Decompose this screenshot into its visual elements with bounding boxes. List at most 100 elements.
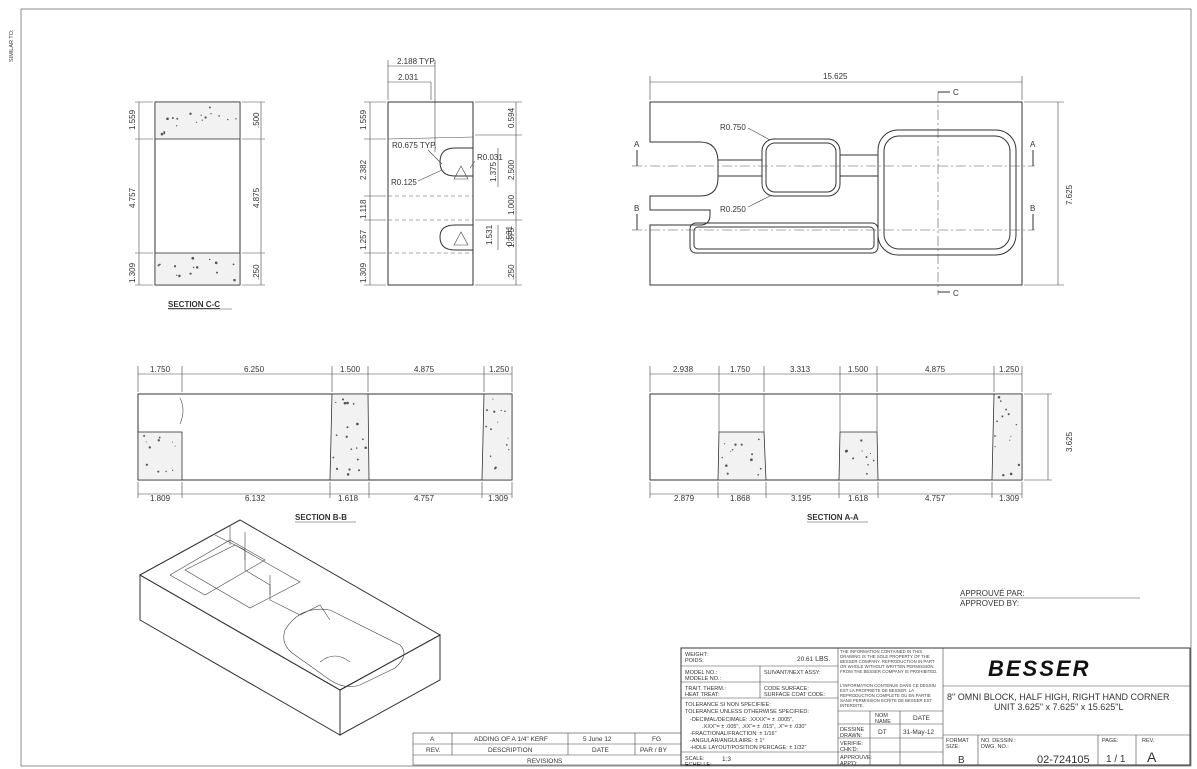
dwg-no-value: 02-724105 xyxy=(1037,754,1090,766)
hatch-speckle xyxy=(200,114,202,116)
section-a-a-title: SECTION A-A xyxy=(807,513,859,522)
side-dim-right-5: .250 xyxy=(507,264,516,280)
hatch-speckle xyxy=(218,115,220,117)
hatch-speckle xyxy=(171,117,174,119)
page-label: PAGE: xyxy=(1102,738,1119,744)
cc-dim-right-1: .500 xyxy=(252,112,261,128)
hatch-speckle xyxy=(490,428,492,431)
revision-header-description: DESCRIPTION xyxy=(488,747,533,754)
aa-dim-top-1: 2.938 xyxy=(673,365,694,374)
hatch-speckle xyxy=(731,449,734,451)
hatch-speckle xyxy=(1010,435,1012,437)
hatch-speckle xyxy=(210,113,212,115)
drawing-title-line-1: 8" OMNI BLOCK, HALF HIGH, RIGHT HAND COR… xyxy=(947,692,1170,702)
bb-dim-top-5: 1.250 xyxy=(489,365,510,374)
hatch-speckle xyxy=(500,409,502,412)
hatch-speckle xyxy=(172,441,174,443)
cut-label-c-bottom: C xyxy=(953,289,959,298)
hatch-speckle xyxy=(176,117,179,120)
hatch-speckle xyxy=(494,466,497,469)
hatch-speckle xyxy=(757,473,760,476)
next-assy-label: SUIVANT/NEXT ASSY: xyxy=(764,670,821,676)
rev-value: A xyxy=(1147,749,1157,765)
aa-hatch-3 xyxy=(991,393,1023,481)
hatch-speckle xyxy=(145,441,147,443)
hatch-speckle xyxy=(335,434,338,437)
cc-dim-left-3: 1.309 xyxy=(128,262,137,283)
cut-label-b-left: B xyxy=(634,204,639,213)
hatch-speckle xyxy=(872,459,875,462)
aa-dim-bottom-4: 1.618 xyxy=(848,494,869,503)
hatch-speckle xyxy=(191,256,195,260)
besser-logo: BESSER xyxy=(986,656,1118,681)
hatch-speckle xyxy=(343,401,347,405)
scale-label: SCALE:ECHELLE: xyxy=(685,756,712,768)
hatch-speckle xyxy=(165,470,167,473)
side-dim-right-2: 2.500 xyxy=(507,159,516,180)
date-header: DATE xyxy=(913,715,931,722)
hatch-speckle xyxy=(157,439,161,442)
hatch-speckle xyxy=(195,266,199,269)
side-dim-left-4: 1.257 xyxy=(359,229,368,250)
hatch-speckle xyxy=(332,456,335,459)
hatch-speckle xyxy=(352,403,355,405)
hatch-speckle xyxy=(757,438,760,441)
hatch-speckle xyxy=(145,463,149,466)
format-value: B xyxy=(958,755,965,766)
hatch-speckle xyxy=(994,446,996,448)
hatch-speckle xyxy=(335,467,339,470)
side-dim-top-2: 2.031 xyxy=(398,73,419,82)
hatch-speckle xyxy=(508,449,510,451)
hatch-speckle xyxy=(750,458,753,462)
hatch-speckle xyxy=(148,446,152,449)
tolerance-line-4: -ANGULAR/ANGULAIRE: ± 1° xyxy=(690,738,765,744)
hatch-speckle xyxy=(489,455,492,457)
bb-hatch-1 xyxy=(137,431,183,481)
bb-dim-bottom-1: 1.809 xyxy=(150,494,171,503)
aa-dim-top-5: 4.875 xyxy=(925,365,946,374)
hatch-speckle xyxy=(860,439,863,442)
revision-header-by: PAR / BY xyxy=(640,747,668,754)
hatch-speckle xyxy=(166,117,169,121)
hatch-speckle xyxy=(493,410,496,413)
hatch-speckle xyxy=(999,400,1002,402)
cc-dim-right-2: 4.875 xyxy=(252,187,261,208)
drawing-title-line-2: UNIT 3.625" x 7.625" x 15.625"L xyxy=(994,702,1124,712)
hatch-speckle xyxy=(1017,463,1021,467)
hatch-speckle xyxy=(208,258,211,261)
weight-number: 20.61 xyxy=(797,656,814,663)
bb-dim-bottom-5: 1.309 xyxy=(488,494,509,503)
bb-hatch-3 xyxy=(481,393,513,481)
bb-dim-top-3: 1.500 xyxy=(340,365,361,374)
hatch-speckle xyxy=(844,450,848,453)
hatch-speckle xyxy=(740,443,743,446)
drawn-date: 31-May-12 xyxy=(903,729,934,736)
hatch-speckle xyxy=(160,132,164,136)
checked-label: VERIFIE:CHK'D: xyxy=(840,741,863,753)
bb-dim-top-2: 6.250 xyxy=(244,365,265,374)
revisions-footer: REVISIONS xyxy=(527,758,563,765)
tolerance-line-2: .XXX"= ± .005", .XX"= ± .015", .X"= ± .0… xyxy=(702,724,806,730)
hatch-speckle xyxy=(1002,473,1005,477)
section-c-c-title: SECTION C-C xyxy=(168,300,220,309)
hatch-speckle xyxy=(143,434,146,437)
sheet-border xyxy=(20,8,1192,767)
hatch-speckle xyxy=(173,265,177,268)
aa-dim-top-3: 3.313 xyxy=(790,365,811,374)
aa-dim-top-4: 1.500 xyxy=(848,365,869,374)
side-dim-right-4: 1.375 xyxy=(507,227,516,248)
hatch-speckle xyxy=(1009,439,1011,441)
hatch-speckle xyxy=(504,410,506,413)
section-b-b-title: SECTION B-B xyxy=(295,513,347,522)
bb-dim-bottom-3: 1.618 xyxy=(338,494,359,503)
hatch-speckle xyxy=(996,420,998,423)
approved-by-fr: APPROUVÉ PAR: xyxy=(960,589,1025,598)
side-dim-left-2: 2.382 xyxy=(359,159,368,180)
hatch-speckle xyxy=(1005,408,1008,411)
side-dim-left-1: 1.559 xyxy=(359,109,368,130)
hatch-speckle xyxy=(362,438,364,441)
cc-hatch-bottom xyxy=(154,252,241,286)
hatch-speckle xyxy=(214,261,218,265)
hatch-speckle xyxy=(507,437,509,439)
